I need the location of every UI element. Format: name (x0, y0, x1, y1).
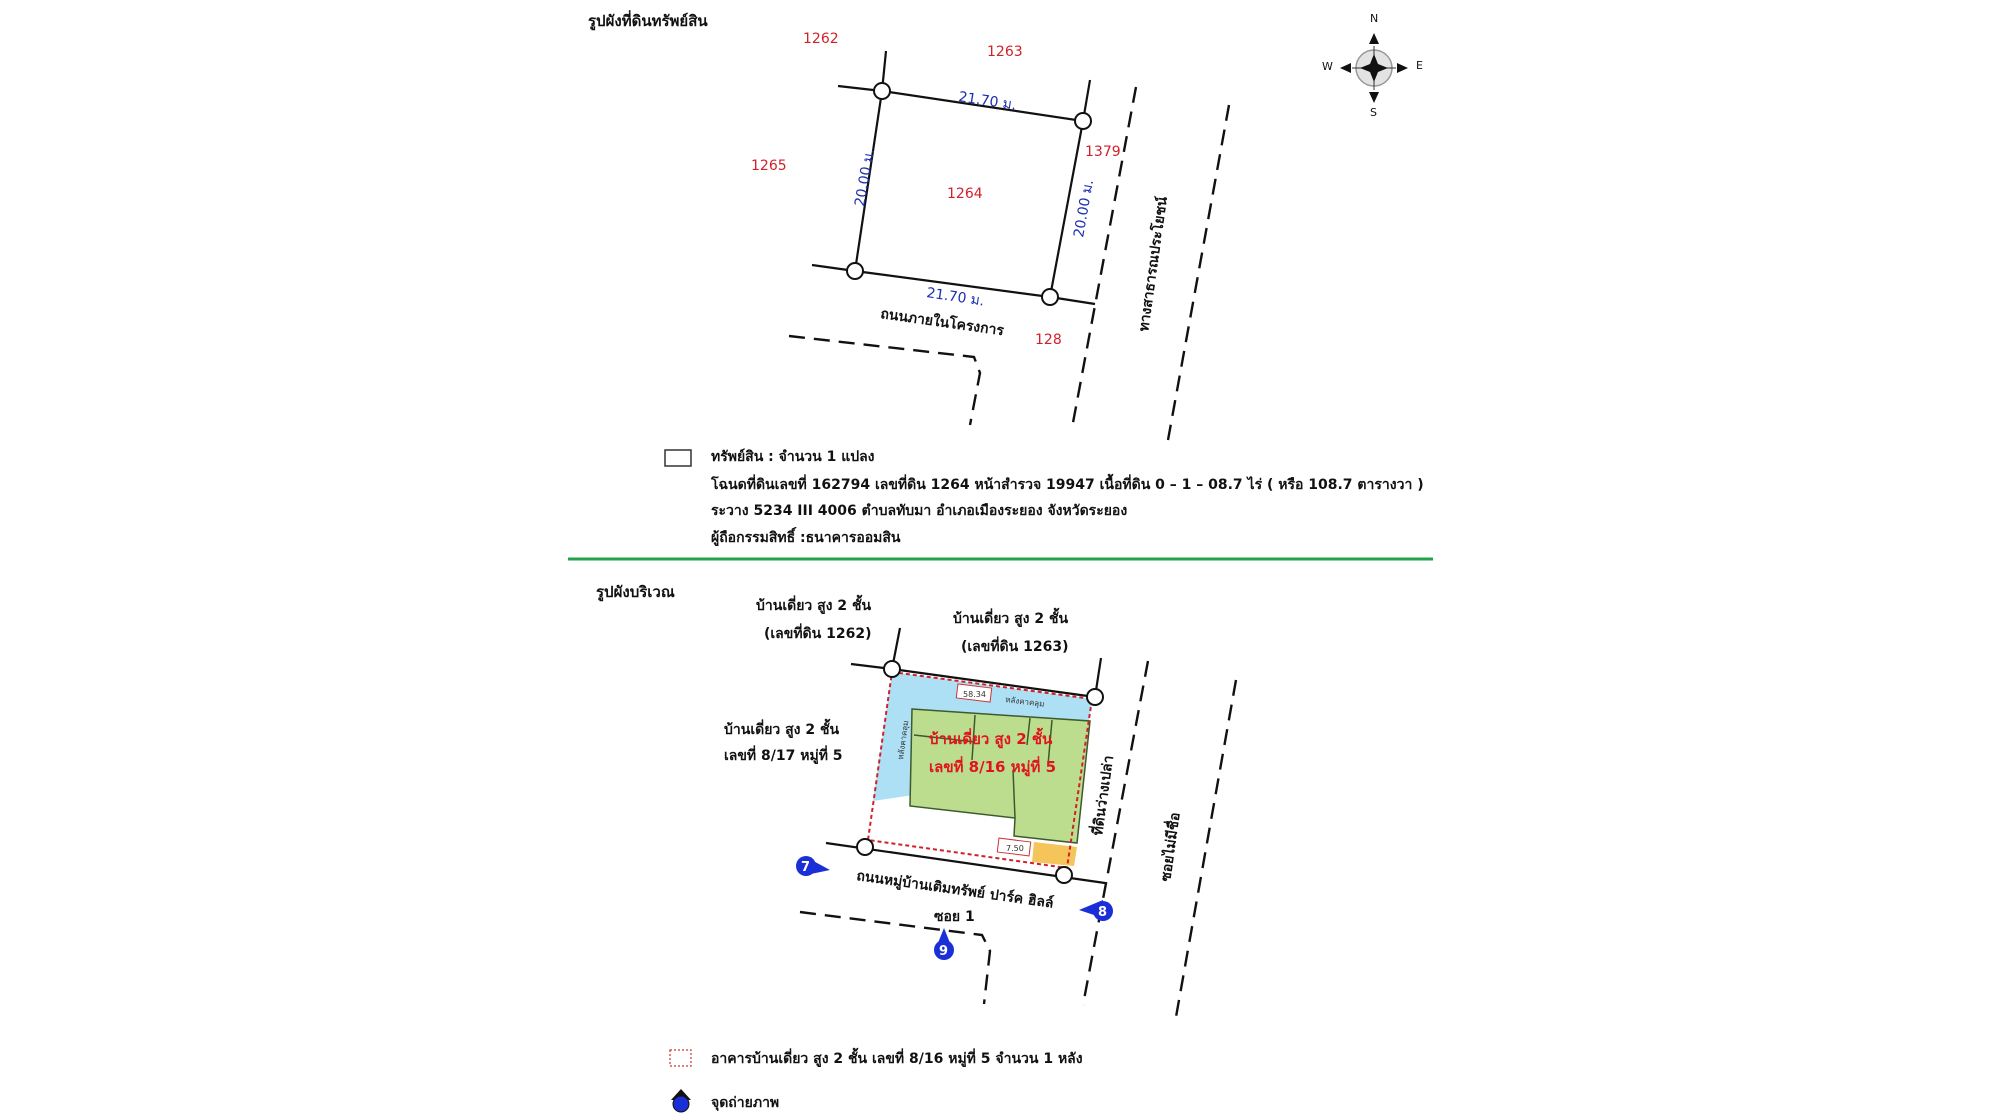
parcel-1262: 1262 (803, 31, 839, 47)
neighbor-left-number: เลขที่ 8/17 หมู่ที่ 5 (724, 745, 843, 764)
parcel-1263: 1263 (987, 44, 1023, 60)
legend-line-owner: ผู้ถือกรรมสิทธิ์ :ธนาคารออมสิน (711, 526, 901, 546)
compass-e: E (1416, 59, 1423, 72)
boundary-pin (1055, 866, 1073, 884)
legend-line-asset: ทรัพย์สิน : จำนวน 1 แปลง (711, 448, 875, 465)
annex-area (1032, 842, 1077, 866)
legend-building: อาคารบ้านเดี่ยว สูง 2 ชั้น เลขที่ 8/16 ห… (711, 1047, 1083, 1067)
site-plan-title: รูปผังบริเวณ (596, 583, 675, 602)
boundary-pin (846, 262, 864, 280)
legend-photo-point: จุดถ่ายภาพ (711, 1095, 779, 1111)
compass-w: W (1322, 60, 1333, 73)
compass-rose-icon: N S W E (1322, 12, 1423, 119)
area-bottom: 7.50 (1006, 844, 1024, 853)
road-label-village: ถนนหมู่บ้านเติมทรัพย์ ปาร์ค ฮิลล์ (855, 867, 1054, 911)
site-plan: รูปผังบริเวณ 58.34 7.50 หลังคาคลุม หลังค… (596, 583, 1238, 1113)
public-way-edge-left (1070, 86, 1138, 429)
boundary-pin (856, 838, 874, 856)
photo-point-label: 7 (801, 860, 810, 875)
neighbor-top-right-type: บ้านเดี่ยว สูง 2 ชั้น (953, 607, 1069, 627)
legend-line-location: ระวาง 5234 III 4006 ตำบลทับมา อำเภอเมือง… (711, 503, 1127, 519)
building-label-number: เลขที่ 8/16 หมู่ที่ 5 (929, 756, 1056, 777)
unnamed-soi-edge-left (1081, 660, 1150, 1006)
boundary-pin (1074, 112, 1092, 130)
public-way-edge-right (1166, 104, 1231, 441)
road-label-internal: ถนนภายในโครงการ (879, 304, 1005, 339)
unnamed-soi-edge-right (1174, 679, 1238, 1018)
neighbor-right-vacant: ที่ดินว่างเปล่า (1087, 754, 1117, 836)
photo-point-7: 7 (796, 856, 830, 876)
boundary-pin (873, 82, 891, 100)
interior-walls (913, 714, 1053, 819)
neighbor-top-left-parcel: (เลขที่ดิน 1262) (764, 623, 871, 642)
site-parcel-boundary (825, 627, 1106, 885)
soi-1-road-edge (799, 910, 992, 1005)
compass-n: N (1370, 12, 1378, 25)
boundary-pin (1086, 688, 1104, 706)
parcel-128: 128 (1035, 332, 1062, 348)
neighbor-left-type: บ้านเดี่ยว สูง 2 ชั้น (724, 718, 840, 738)
road-label-public-way: ทางสาธารณประโยชน์ (1134, 195, 1171, 333)
subject-parcel-boundary (811, 50, 1096, 306)
road-label-soi-1: ซอย 1 (934, 909, 975, 925)
photo-point-label: 8 (1098, 905, 1107, 920)
photo-point-label: 9 (939, 944, 948, 959)
internal-road-edge (788, 334, 982, 426)
boundary-pin (1041, 288, 1059, 306)
area-label-box (996, 837, 1032, 857)
building-label-type: บ้านเดี่ยว สูง 2 ชั้น (929, 727, 1053, 749)
neighbor-top-left-type: บ้านเดี่ยว สูง 2 ชั้น (756, 594, 872, 614)
dimension-bottom: 21.70 ม. (925, 285, 985, 309)
building-legend-swatch (669, 1049, 692, 1067)
legend-line-deed: โฉนดที่ดินเลขที่ 162794 เลขที่ดิน 1264 ห… (710, 473, 1424, 493)
dimension-left: 20.00 ม. (852, 148, 878, 208)
dimension-top: 21.70 ม. (957, 89, 1017, 113)
photo-point-8: 8 (1079, 900, 1113, 921)
parcel-legend-swatch (664, 449, 692, 467)
neighbor-top-right-parcel: (เลขที่ดิน 1263) (961, 636, 1068, 655)
dimension-right: 20.00 ม. (1071, 179, 1097, 239)
parcel-1265: 1265 (751, 158, 787, 174)
area-top: 58.34 (963, 690, 986, 699)
land-plan: รูปผังที่ดินทรัพย์สิน 1262 1263 1265 126… (588, 10, 1424, 546)
parcel-1264: 1264 (947, 186, 983, 202)
house-footprint (909, 708, 1091, 844)
photo-point-9: 9 (934, 928, 954, 960)
parcel-1379: 1379 (1085, 144, 1121, 160)
photo-point-legend-icon (671, 1089, 691, 1113)
land-plan-title: รูปผังที่ดินทรัพย์สิน (588, 10, 708, 31)
boundary-pin (883, 660, 901, 678)
compass-s: S (1370, 106, 1377, 119)
area-label-box (955, 683, 993, 703)
road-label-unnamed-soi: ซอยไม่มีชื่อ (1155, 811, 1183, 882)
